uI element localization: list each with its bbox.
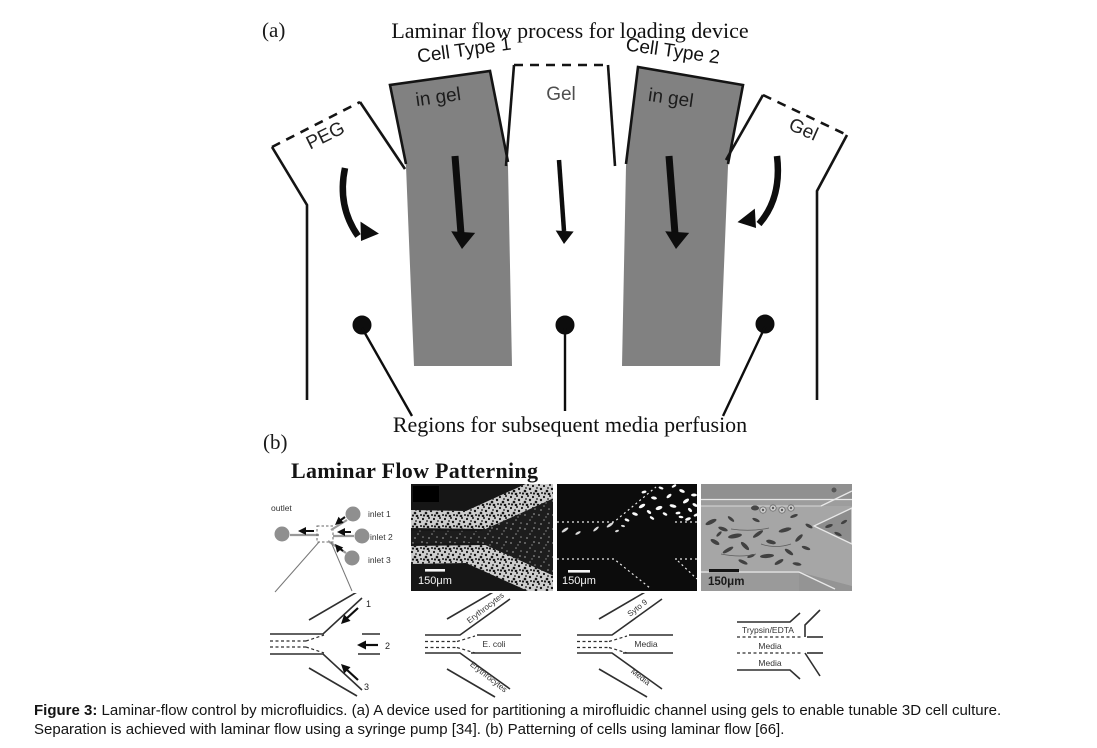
fd2-label-middle: E. coli: [482, 639, 505, 649]
panel-b-title: Laminar Flow Patterning: [291, 458, 539, 483]
gel-column-1-outline: [388, 69, 510, 165]
flow-diagram-3-streamlines: [577, 635, 628, 654]
device-schematic: outlet inlet: [271, 503, 393, 593]
lower-channel-band: [701, 573, 799, 591]
panel-a-tag: (a): [262, 18, 285, 42]
scale-bar-2-label: 150μm: [562, 575, 596, 587]
inlet-channel-1: [330, 519, 348, 531]
inlet1-flow-arrow: [335, 516, 346, 525]
flow-diagram-1-walls: [270, 593, 380, 697]
micrograph-2-background: [557, 484, 697, 591]
fd1-label-bottom: 3: [364, 682, 369, 692]
micrograph-1: 150μm: [411, 484, 553, 591]
flow-arrow-col2: [665, 155, 690, 249]
flow-diagram-2-streamlines: [425, 635, 476, 654]
lower-right-wedge: [799, 572, 852, 591]
fd3-label-middle: Media: [634, 639, 657, 649]
scattered-cells: [561, 522, 625, 535]
inlet-1-label: inlet 1: [368, 509, 391, 519]
branch-wall-top-right: [820, 490, 852, 507]
fd1-arrow-middle: [357, 640, 378, 650]
micrograph-2: 150μm: [557, 484, 697, 591]
flow-diagram-2: Erythrocytes E. coli Erythrocytes: [425, 593, 521, 698]
inlet-2-label: inlet 2: [370, 532, 393, 542]
inlet2-flow-arrow: [337, 528, 351, 536]
flow-diagram-4: Trypsin/EDTA Media Media: [737, 609, 823, 680]
upper-channel-band-2: [701, 499, 852, 506]
perfusion-region-dot-1: [352, 315, 372, 335]
channel-outline-dashed: [557, 486, 697, 589]
center-gel-label: Gel: [546, 84, 576, 105]
outlet-label: outlet: [271, 503, 292, 513]
fluorescent-stream-bands: [411, 484, 553, 591]
micrograph-3: 150μm: [701, 484, 852, 591]
inlet-port-3: [344, 550, 360, 566]
fd3-label-bottom: Media: [629, 667, 652, 688]
inlet-3-label: inlet 3: [368, 555, 391, 565]
flow-arrows: [339, 155, 782, 249]
figure-caption-label: Figure 3:: [34, 702, 98, 719]
inlet3-flow-arrow: [335, 544, 344, 553]
flow-arrow-col1: [451, 155, 476, 249]
flow-diagram-1-streamlines: [270, 634, 325, 654]
figure-caption-text: Laminar-flow control by microfluidics. (…: [34, 702, 1002, 738]
flow-arrow-right-gel: [737, 155, 782, 228]
flow-arrow-peg: [339, 167, 379, 241]
flow-diagram-3: Syto 9 Media Media: [577, 593, 673, 698]
magnifier-line-left: [274, 541, 320, 593]
magnifier-line-right: [330, 541, 353, 592]
scale-bar-3-label: 150μm: [708, 576, 744, 588]
right-divider-wedge: [812, 507, 852, 545]
fd4-label-middle: Media: [758, 641, 781, 651]
peg-label: PEG: [303, 118, 348, 154]
panel-a-diagram: (a) Laminar flow process for loading dev…: [262, 18, 849, 437]
panel-b-tag: (b): [263, 430, 288, 454]
inlet-port-1: [345, 506, 361, 522]
right-gel-inlet-outline: [724, 93, 849, 400]
scale-bar-2: [568, 570, 590, 573]
panel-a-title: Laminar flow process for loading device: [391, 18, 748, 43]
upper-channel-band: [701, 484, 852, 499]
fd1-label-middle: 2: [385, 641, 390, 651]
fd2-label-bottom: Erythrocytes: [468, 660, 509, 694]
branch-wall-bottom-right: [798, 571, 836, 590]
gel-column-2: [622, 67, 743, 366]
peg-inlet-outline: [270, 100, 407, 400]
center-gel-channel-outline: [504, 63, 617, 167]
perfusion-region-dot-3: [755, 314, 775, 334]
scale-bar-1: [425, 569, 445, 572]
gel-column-1: [390, 71, 512, 366]
fd2-label-top: Erythrocytes: [465, 593, 506, 625]
scale-bar-3: [709, 569, 739, 573]
flow-diagram-1-arrows: [341, 607, 378, 681]
spindle-cells: [705, 514, 848, 566]
micrograph-1-corner-block: [413, 486, 439, 502]
figure-caption: Figure 3: Laminar-flow control by microf…: [34, 701, 1074, 739]
outlet-flow-arrow: [298, 527, 314, 535]
flow-diagram-2-walls: [425, 593, 521, 698]
flow-arrow-center: [555, 159, 574, 244]
perfusion-note: Regions for subsequent media perfusion: [393, 412, 747, 437]
cell-filaments: [720, 527, 792, 557]
fd4-label-bottom: Media: [758, 658, 781, 668]
flow-diagram-3-walls: [577, 593, 673, 698]
schematic-flow-arrows: [298, 516, 351, 553]
gel-column-2-outline: [624, 65, 745, 165]
round-cells: [751, 487, 837, 514]
flow-diagram-1: 1 2 3: [270, 593, 390, 697]
flow-diagram-4-streamlines: [737, 636, 803, 654]
right-gel-label: Gel: [785, 114, 821, 145]
flow-diagram-4-walls: [737, 609, 823, 680]
fd3-label-top: Syto 9: [626, 597, 650, 618]
fd1-label-top: 1: [366, 599, 371, 609]
fd4-label-top: Trypsin/EDTA: [742, 625, 794, 635]
inlet-port-2: [354, 528, 370, 544]
perfusion-region-markers: [352, 314, 775, 417]
fluorescent-cell-cluster: [624, 484, 697, 522]
junction-box: [316, 525, 334, 543]
scale-bar-1-label: 150μm: [418, 575, 452, 587]
outlet-port: [274, 526, 290, 542]
